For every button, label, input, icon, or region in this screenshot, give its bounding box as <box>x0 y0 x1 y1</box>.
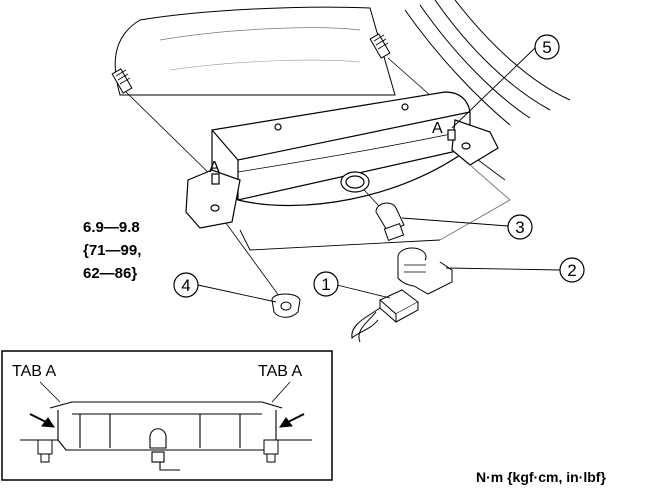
svg-text:5: 5 <box>542 38 551 57</box>
tab-a-label-right: TAB A <box>258 363 302 380</box>
lower-panel <box>239 164 511 251</box>
stud-bolt-right <box>369 33 391 59</box>
stud-bolt-left <box>111 68 133 94</box>
svg-text:1: 1 <box>321 275 330 294</box>
svg-text:3: 3 <box>515 218 524 237</box>
stop-light-housing <box>185 91 499 229</box>
callout-leaders <box>197 47 561 303</box>
tab-letter-left: A <box>209 159 220 176</box>
torque-kgf: {71—99, <box>83 242 141 259</box>
torque-unit-legend: N·m {kgf·cm, in·lbf} <box>476 469 606 485</box>
rear-glass-panel <box>114 6 396 96</box>
callout-1: 1 <box>313 271 339 297</box>
callout-5: 5 <box>534 34 560 60</box>
tab-arrow-left <box>29 413 55 428</box>
svg-text:4: 4 <box>181 276 190 295</box>
bulb <box>375 202 405 242</box>
callout-2: 2 <box>559 257 585 283</box>
bulb-socket <box>397 247 453 295</box>
tab-letter-right: A <box>432 120 443 137</box>
svg-text:2: 2 <box>567 261 576 280</box>
callout-4: 4 <box>173 272 199 298</box>
torque-value: 6.9—9.8 <box>83 219 140 236</box>
retaining-clip <box>271 293 301 318</box>
torque-inlbf: 62—86} <box>83 265 137 282</box>
tab-arrow-right <box>279 413 305 428</box>
harness-connector <box>351 289 419 343</box>
tab-a-label-left: TAB A <box>12 363 56 380</box>
callout-3: 3 <box>507 214 533 240</box>
body-pillar-lines <box>404 0 571 126</box>
tab-detail-inset: TAB A TAB A <box>1 350 333 481</box>
